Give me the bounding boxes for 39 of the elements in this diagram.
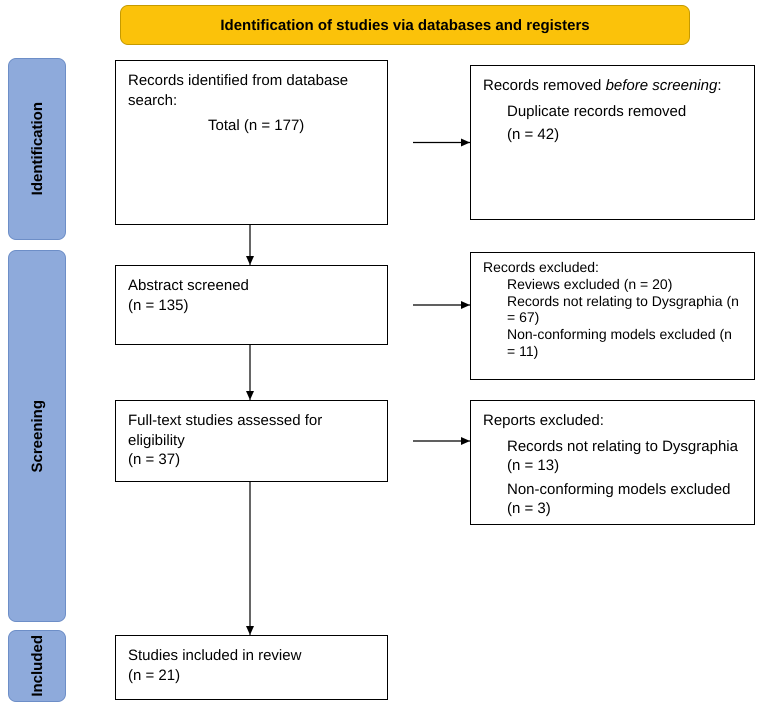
box-text: (n = 37) [128, 450, 182, 470]
box-text: Records not relating to Dysgraphia (n = 67) [506, 292, 740, 326]
arrow [413, 301, 470, 309]
box-text: Records not relating to Dysgraphia (n = 13) [506, 436, 739, 476]
box-text: Non-conforming models excluded (n = 11) [506, 326, 733, 360]
box-heading: Studies included in review [128, 646, 302, 666]
box-text: Duplicate records removed [506, 102, 688, 121]
stage-band [8, 630, 66, 702]
process-box [115, 265, 388, 345]
process-box [115, 400, 388, 482]
box-text: (n = 21) [128, 666, 182, 685]
box-heading: Records excluded: [483, 259, 600, 276]
box-heading: Abstract screened [128, 276, 250, 296]
box-heading: Identification of studies via databases and registers [220, 16, 590, 34]
box-heading: Included [28, 635, 46, 697]
arrow [413, 437, 470, 445]
box-heading: Screening [28, 400, 46, 472]
process-box [470, 400, 755, 525]
stage-band [8, 250, 66, 622]
arrow [246, 482, 254, 635]
title-banner [120, 5, 690, 45]
box-text: (n = 135) [128, 296, 190, 315]
box-heading: Reports excluded: [483, 411, 605, 430]
box-text: Non-conforming models excluded (n = 3) [506, 480, 732, 518]
box-text: Reviews excluded (n = 20) [506, 276, 674, 293]
box-text: (n = 42) [506, 125, 560, 144]
process-box [115, 60, 388, 225]
process-box [115, 635, 388, 700]
process-box [470, 252, 755, 380]
box-heading: Records removed before screening: [483, 76, 722, 96]
stage-band [8, 58, 66, 240]
box-heading: Records identified from database search: [128, 71, 350, 110]
arrow [246, 225, 254, 265]
box-heading: Full-text studies assessed for eligibility [128, 411, 324, 450]
process-box [470, 65, 755, 220]
box-text: Total (n = 177) [207, 116, 306, 136]
arrow [246, 345, 254, 400]
arrow [413, 138, 470, 146]
box-heading: Identification [28, 102, 46, 196]
